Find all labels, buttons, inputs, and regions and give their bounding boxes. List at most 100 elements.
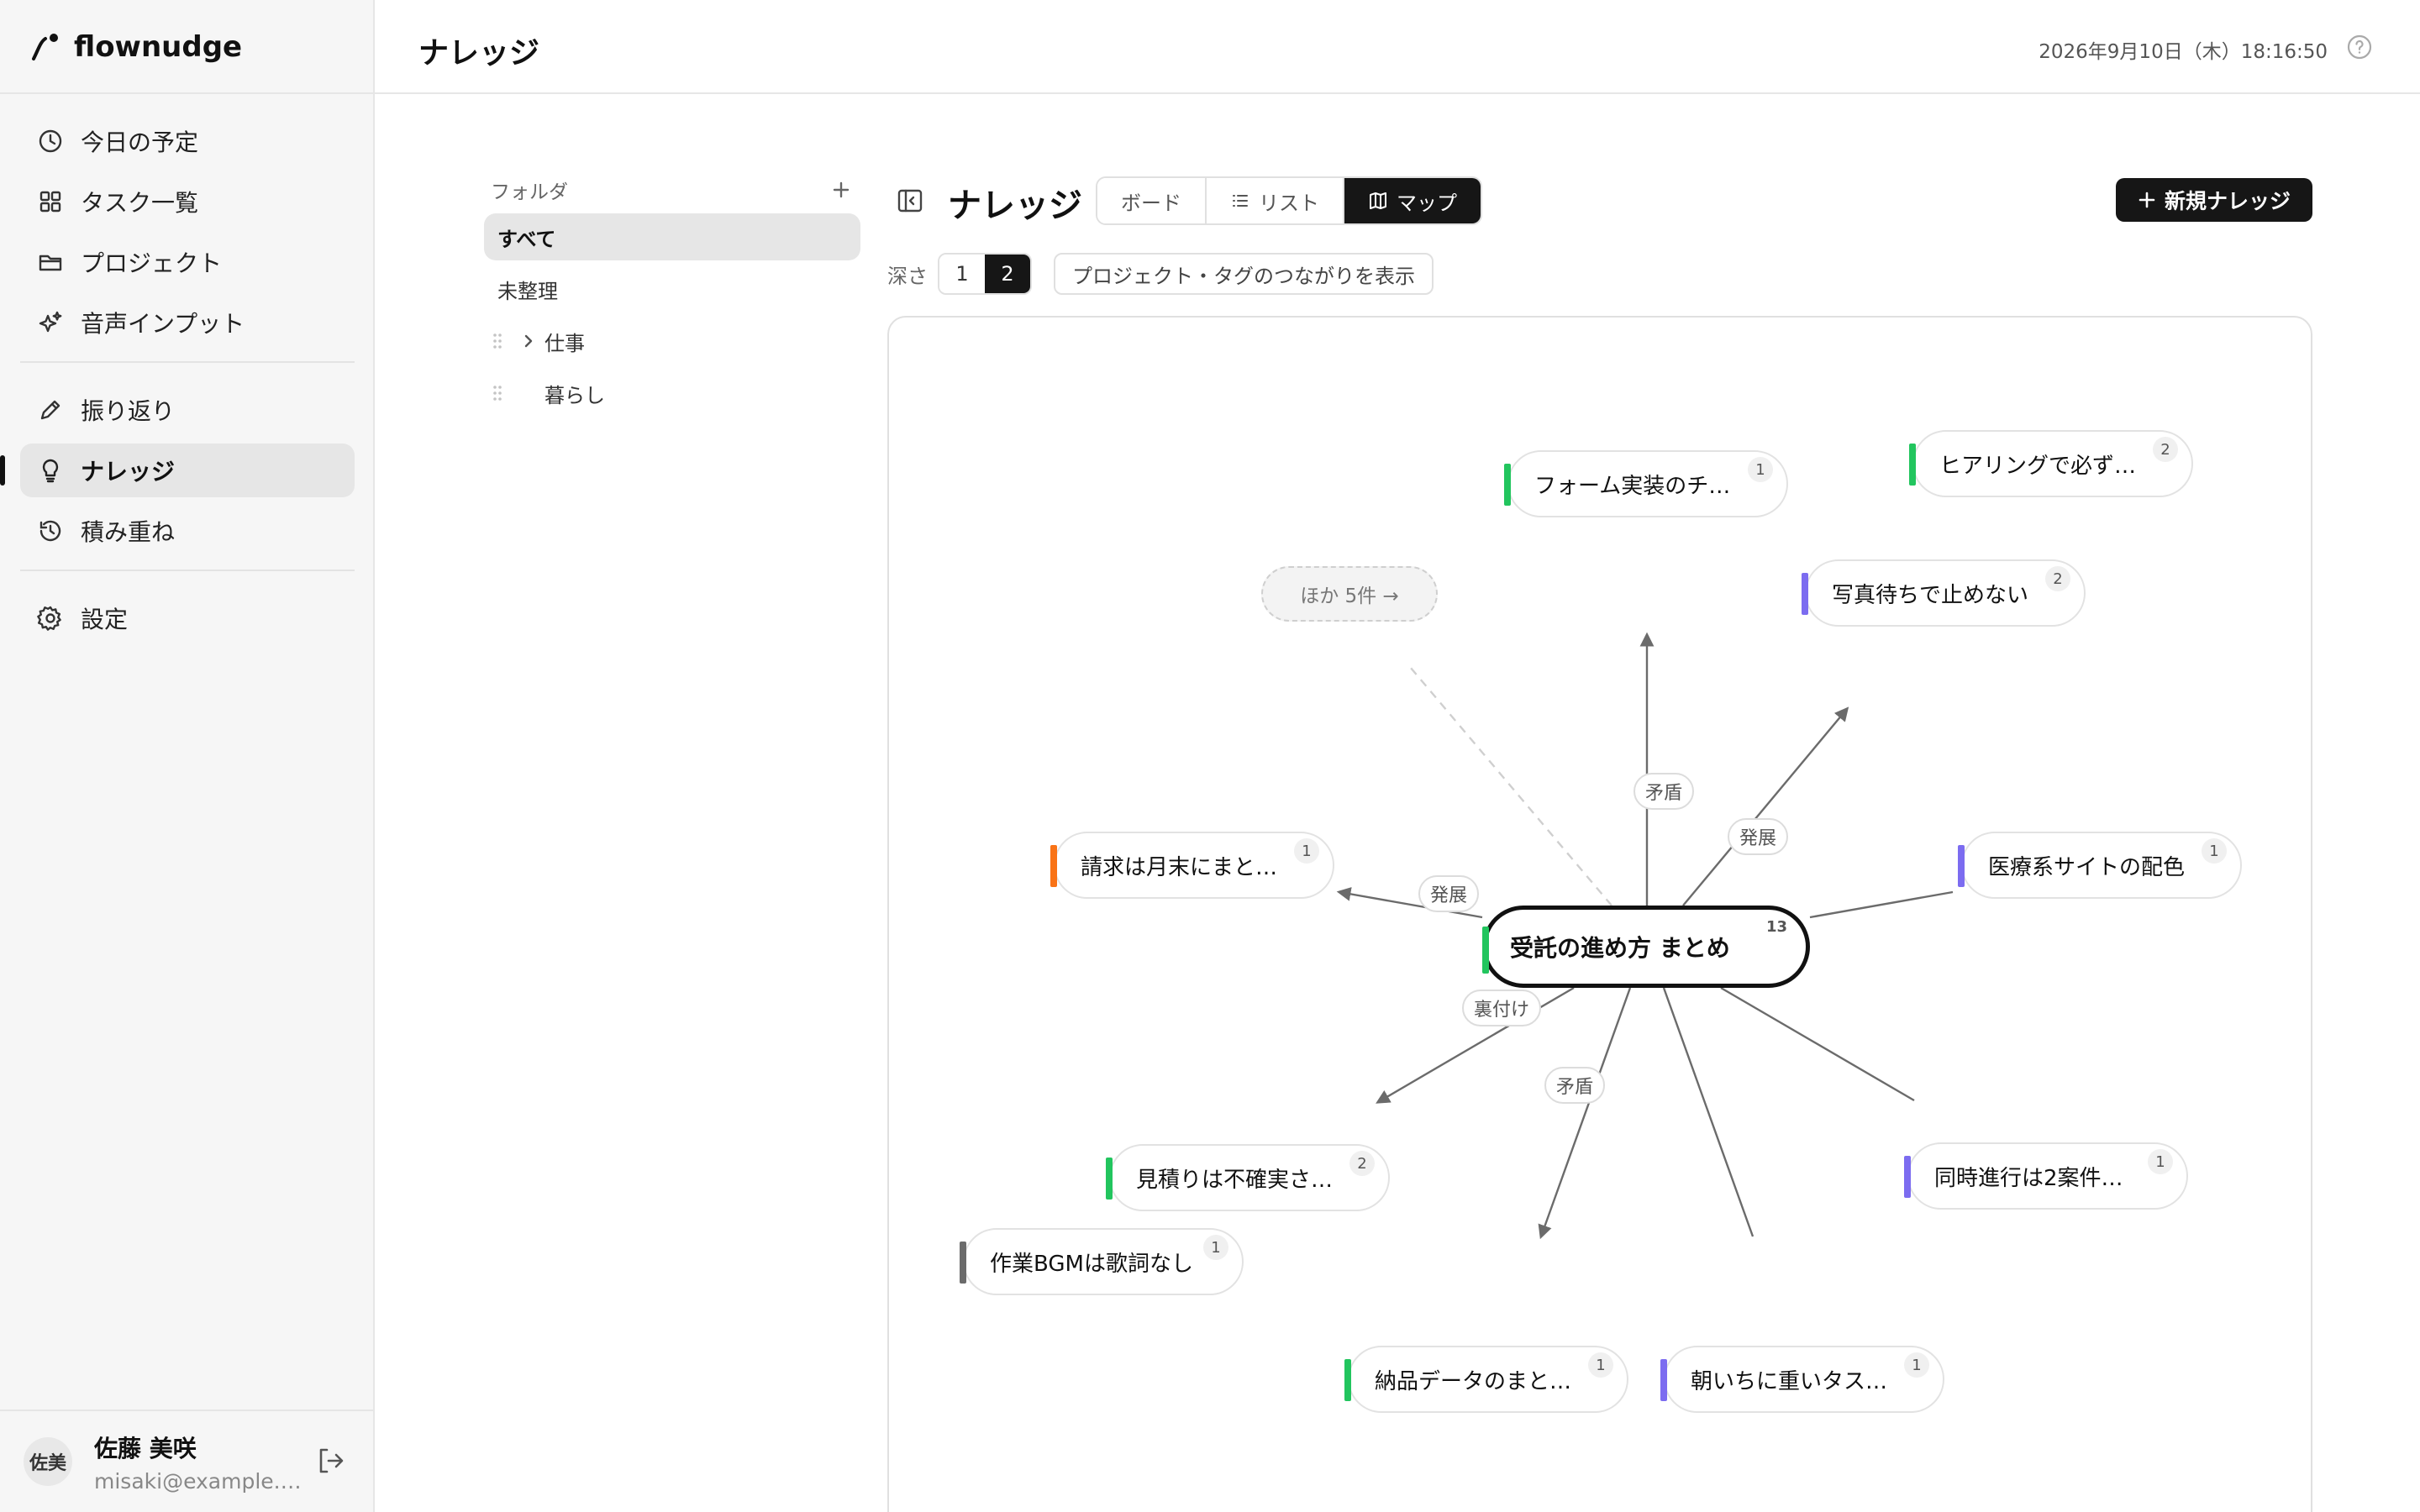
link-count-badge: 2 — [2045, 566, 2070, 591]
user-panel: 佐美 佐藤 美咲 misaki@example.com — [0, 1410, 375, 1512]
sidebar-item-voice-input[interactable]: 音声インプット — [20, 296, 355, 349]
help-icon[interactable] — [2346, 34, 2373, 60]
view-tab-label: マップ — [1397, 191, 1457, 215]
sidebar-item-label: 音声インプット — [81, 310, 245, 338]
edge-estimate — [1376, 986, 1575, 1104]
link-count-badge: 2 — [1349, 1151, 1375, 1176]
knowledge-node[interactable]: 写真待ちで止めない 2 — [1802, 559, 2086, 627]
brand[interactable]: flownudge — [29, 29, 242, 66]
view-tab-board[interactable]: ボード — [1097, 178, 1207, 223]
current-datetime: 2026年9月10日（木）18:16:50 — [2039, 41, 2328, 63]
sidebar-item-knowledge[interactable]: ナレッジ — [0, 444, 355, 497]
folder-icon — [39, 255, 62, 271]
link-count-badge: 1 — [1203, 1235, 1228, 1260]
view-tab-map[interactable]: マップ — [1344, 178, 1481, 223]
sidebar-item-projects[interactable]: プロジェクト — [20, 235, 355, 289]
depth-option-2[interactable]: 2 — [985, 255, 1030, 293]
node-color-bar — [1909, 444, 1916, 486]
avatar[interactable]: 佐美 — [24, 1437, 72, 1486]
sparkle-icon — [39, 311, 62, 333]
sidebar-item-today[interactable]: 今日の予定 — [20, 114, 355, 168]
node-color-bar — [1344, 1359, 1351, 1401]
node-label: 医療系サイトの配色 — [1988, 854, 2186, 880]
knowledge-node[interactable]: 請求は月末にまと… 1 — [1050, 832, 1334, 899]
depth-label: 深さ — [887, 264, 928, 288]
sidebar-item-review[interactable]: 振り返り — [20, 383, 355, 437]
node-label: 同時進行は2案件… — [1934, 1165, 2123, 1191]
folder-label: すべて — [497, 227, 556, 251]
drag-handle-icon[interactable] — [491, 331, 504, 351]
logout-icon[interactable] — [314, 1445, 346, 1477]
more-nodes-button[interactable]: ほか 5件 → — [1261, 566, 1438, 622]
folder-item-work[interactable]: 仕事 — [484, 318, 860, 365]
view-switcher: ボード リスト マップ — [1096, 176, 1482, 225]
node-color-bar — [960, 1242, 966, 1284]
folder-label: 暮らし — [544, 383, 605, 407]
view-tab-list[interactable]: リスト — [1207, 178, 1344, 223]
sidebar-item-tasks[interactable]: タスク一覧 — [20, 175, 355, 228]
chevron-right-icon[interactable] — [519, 332, 538, 350]
knowledge-node[interactable]: 見積りは不確実さ… 2 — [1106, 1144, 1390, 1211]
folder-label: 仕事 — [544, 331, 585, 355]
node-color-bar — [1504, 464, 1511, 506]
sidebar-divider — [20, 570, 355, 571]
edge-label: 裏付け — [1462, 990, 1542, 1026]
new-knowledge-button[interactable]: 新規ナレッジ — [2115, 178, 2312, 222]
link-count-badge: 1 — [1294, 838, 1319, 864]
grid-icon — [39, 191, 61, 213]
view-tab-label: リスト — [1259, 191, 1319, 215]
flownudge-logo-icon — [32, 34, 58, 60]
sidebar-item-settings[interactable]: 設定 — [20, 591, 355, 645]
node-label: 作業BGMは歌詞なし — [990, 1251, 1193, 1277]
edge-label: 発展 — [1728, 818, 1789, 855]
sidebar-item-accumulation[interactable]: 積み重ね — [20, 504, 355, 558]
knowledge-node[interactable]: 朝いちに重いタス… 1 — [1660, 1346, 1944, 1413]
node-color-bar — [1660, 1359, 1667, 1401]
link-count-badge: 1 — [1588, 1352, 1613, 1378]
plus-icon — [2139, 192, 2155, 208]
folder-item-unsorted[interactable]: 未整理 — [484, 265, 860, 312]
sidebar-item-label: 今日の予定 — [81, 129, 199, 156]
folder-label: 未整理 — [497, 279, 558, 303]
link-count-badge: 1 — [2148, 1149, 2173, 1174]
node-label: 見積りは不確実さ… — [1136, 1167, 1334, 1193]
drag-handle-icon[interactable] — [491, 383, 504, 403]
node-label: 納品データのまと… — [1375, 1368, 1572, 1394]
add-folder-icon[interactable] — [829, 177, 854, 202]
node-label: ヒアリングで必ず… — [1939, 453, 2137, 479]
sidebar-divider — [20, 361, 355, 363]
edge-morning — [1662, 987, 1754, 1237]
node-label: 朝いちに重いタス… — [1691, 1368, 1888, 1394]
user-info: 佐藤 美咲 misaki@example.com — [94, 1431, 304, 1494]
node-label: 写真待ちで止めない — [1832, 582, 2029, 608]
link-count-badge: 13 — [1765, 918, 1787, 936]
show-links-toggle[interactable]: プロジェクト・タグのつながりを表示 — [1054, 253, 1434, 295]
node-color-bar — [1958, 845, 1965, 887]
knowledge-toolbar: ナレッジ ボード リスト マップ 新規ナレッジ — [894, 173, 2312, 227]
depth-option-1[interactable]: 1 — [939, 255, 985, 293]
knowledge-node[interactable]: 作業BGMは歌詞なし 1 — [960, 1228, 1244, 1295]
map-edges — [1336, 632, 1954, 1240]
sidebar-collapse-icon[interactable] — [894, 185, 926, 217]
page-title: ナレッジ — [418, 36, 540, 71]
node-label: フォーム実装のチ… — [1534, 473, 1731, 499]
node-color-bar — [1904, 1156, 1911, 1198]
knowledge-node[interactable]: 納品データのまと… 1 — [1344, 1346, 1628, 1413]
knowledge-node[interactable]: ヒアリングで必ず… 2 — [1909, 430, 2193, 497]
sidebar: flownudge 今日の予定 タスク一覧 プロジェクト 音声インプット 振り返… — [0, 0, 375, 1512]
gear-icon — [37, 606, 61, 631]
knowledge-node[interactable]: フォーム実装のチ… 1 — [1504, 450, 1788, 517]
center-node-label: 受託の進め方 まとめ — [1510, 934, 1730, 962]
edge-label: 矛盾 — [1544, 1067, 1606, 1104]
knowledge-node[interactable]: 同時進行は2案件… 1 — [1904, 1142, 2188, 1210]
link-count-badge: 2 — [2153, 437, 2178, 462]
sidebar-nav: 今日の予定 タスク一覧 プロジェクト 音声インプット 振り返り ナレッジ 積み重… — [0, 114, 355, 652]
knowledge-node[interactable]: 医療系サイトの配色 1 — [1958, 832, 2242, 899]
folder-item-all[interactable]: すべて — [484, 213, 860, 260]
edge-label: 矛盾 — [1634, 773, 1695, 810]
folder-heading: フォルダ — [491, 181, 568, 203]
node-label: 請求は月末にまと… — [1081, 854, 1278, 880]
center-knowledge-node[interactable]: 受託の進め方 まとめ 13 — [1482, 906, 1810, 988]
folder-item-life[interactable]: 暮らし — [484, 370, 860, 417]
list-icon — [1233, 195, 1248, 207]
